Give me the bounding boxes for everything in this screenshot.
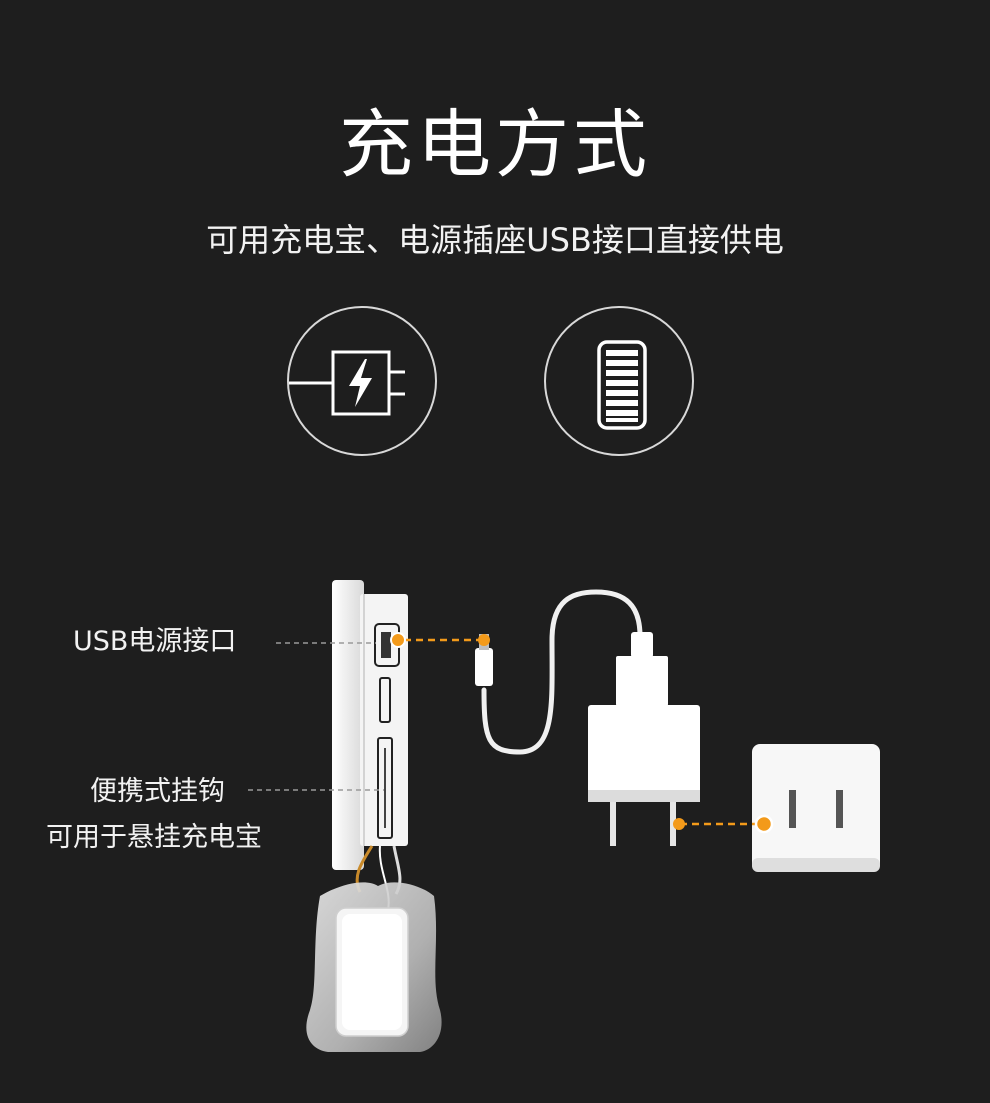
wall-socket bbox=[752, 744, 880, 872]
page-subtitle: 可用充电宝、电源插座USB接口直接供电 bbox=[206, 221, 784, 259]
hook-label-desc: 可用于悬挂充电宝 bbox=[46, 822, 262, 853]
charger-icon-badge bbox=[287, 306, 437, 456]
callout-markers bbox=[390, 632, 774, 834]
power-bank-icon-badge bbox=[544, 306, 694, 456]
usb-cable-adapter bbox=[475, 589, 700, 846]
hanging-power-bank bbox=[306, 845, 442, 1052]
power-bank-icon bbox=[597, 340, 647, 430]
callout-leaders bbox=[248, 638, 762, 826]
usb-port-label: USB电源接口 bbox=[73, 626, 237, 657]
device-side-view bbox=[332, 580, 408, 870]
hook-label-title: 便携式挂钩 bbox=[90, 776, 225, 807]
page-title: 充电方式 bbox=[339, 102, 651, 188]
charger-plug-icon bbox=[289, 350, 405, 416]
